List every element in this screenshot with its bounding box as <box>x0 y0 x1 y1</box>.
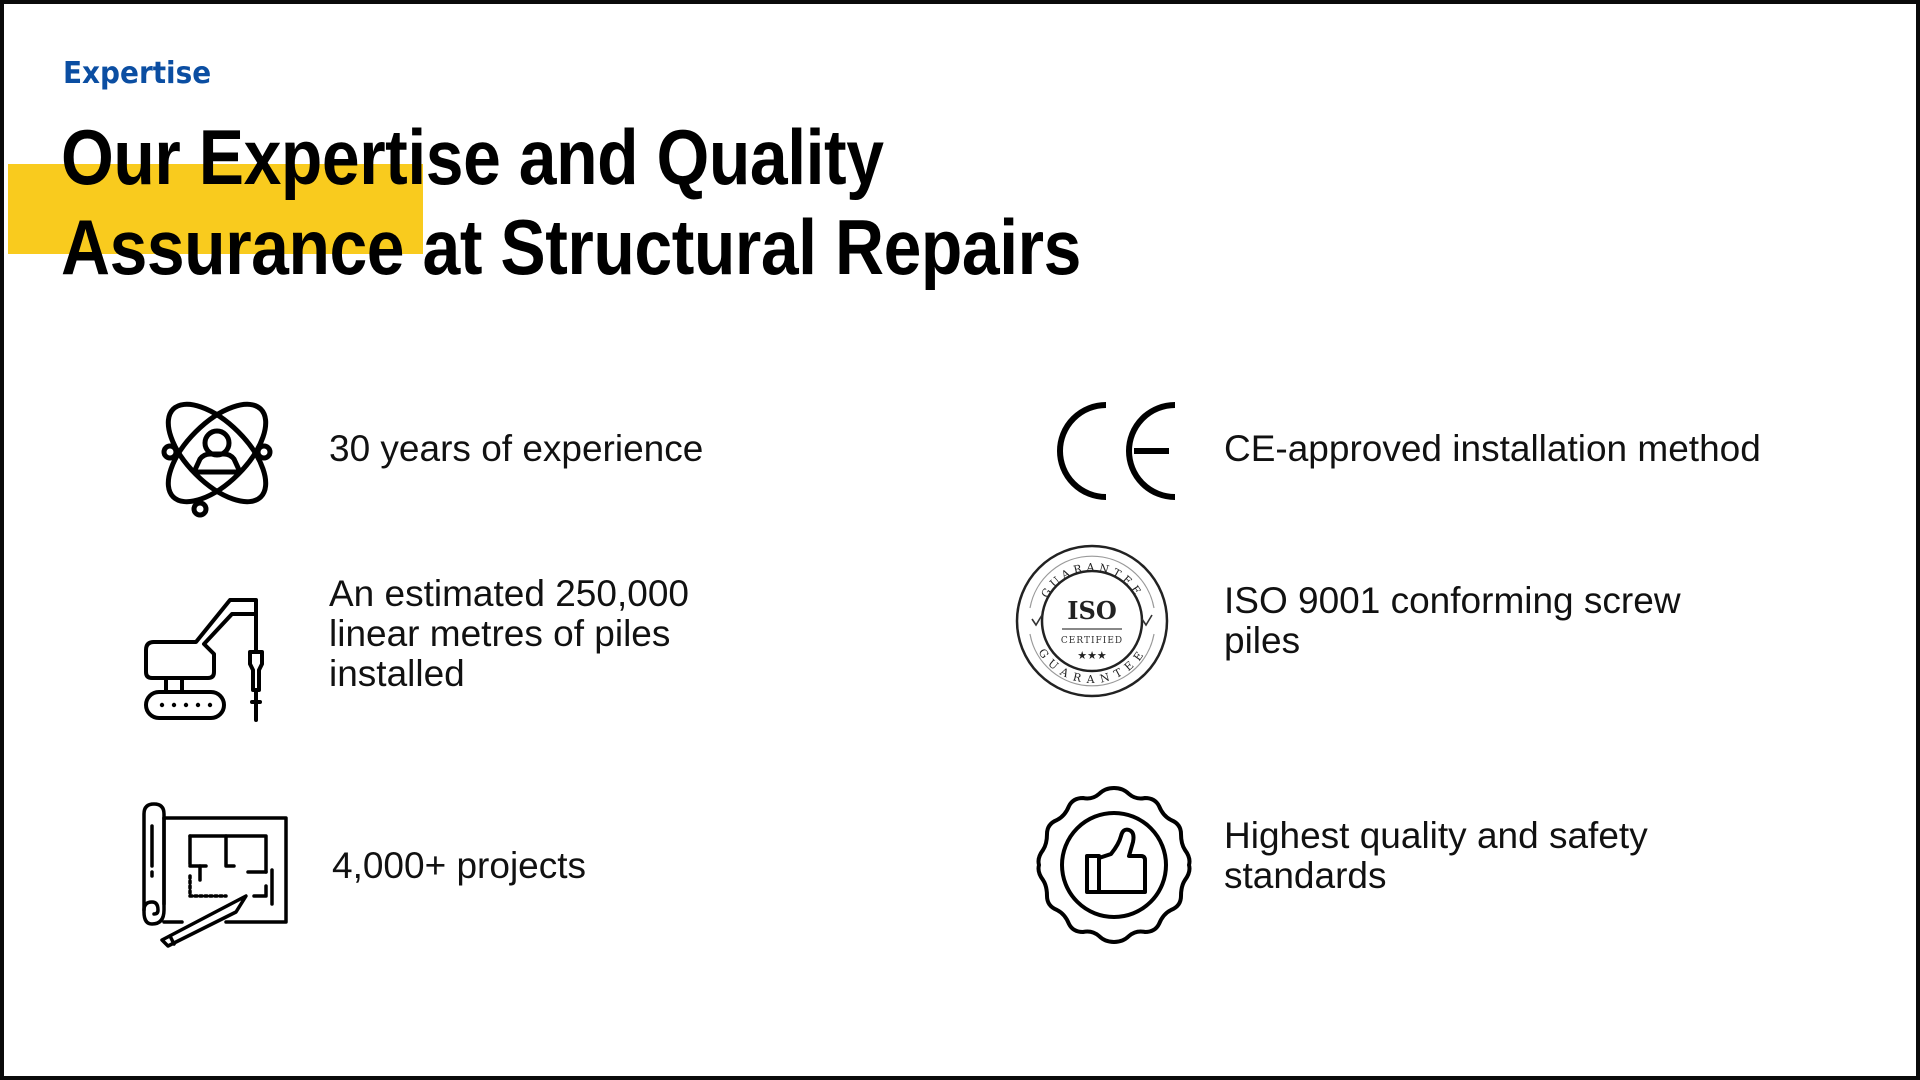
slide-title-line-2: Assurance at Structural Repairs <box>61 203 1081 291</box>
yellow-accent-bar <box>8 164 423 254</box>
feature-text-piles-installed: An estimated 250,000 linear metres of pi… <box>329 573 689 694</box>
seal-stars: ★★★ <box>1077 649 1107 662</box>
seal-certified-text: CERTIFIED <box>1061 636 1123 646</box>
feature-text-projects: 4,000+ projects <box>332 845 587 886</box>
ce-mark-icon <box>1054 402 1178 500</box>
atom-person-icon <box>154 390 280 518</box>
feature-text-experience: 30 years of experience <box>329 428 704 469</box>
excavator-pile-driver-icon <box>142 592 292 724</box>
slide-title-line-1: Our Expertise and Quality <box>61 113 884 201</box>
thumbs-up-badge-icon <box>1033 784 1195 946</box>
seal-top-arc-text: GUARANTEE <box>1039 561 1142 600</box>
svg-text:GUARANTEE: GUARANTEE <box>1039 561 1146 600</box>
slide-title: Our Expertise and Quality Assurance at S… <box>61 112 1081 292</box>
iso-certified-seal-icon: GUARANTEE GUARANTEE ISO CERTIFIED ★★★ <box>1014 543 1170 699</box>
feature-text-quality-safety: Highest quality and safety standards <box>1224 815 1648 896</box>
feature-text-ce-approved: CE-approved installation method <box>1224 428 1761 469</box>
feature-text-iso-9001: ISO 9001 conforming screw piles <box>1224 580 1681 661</box>
section-eyebrow-label: Expertise <box>63 56 212 91</box>
blueprint-pencil-icon <box>142 800 290 948</box>
seal-iso-text: ISO <box>1067 596 1116 625</box>
